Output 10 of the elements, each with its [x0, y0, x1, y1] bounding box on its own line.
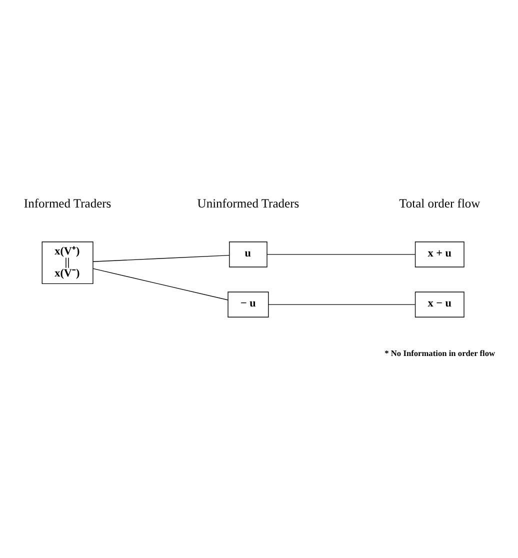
label: Informed Traders [24, 196, 112, 210]
node-box: x + u [414, 241, 464, 267]
node-box: x − u [414, 291, 464, 317]
node-box: − u [228, 291, 269, 317]
connector [92, 254, 230, 262]
node-box: x(V⁺) || x(V⁻) [42, 241, 94, 284]
node-box: u [229, 241, 268, 267]
label: Uninformed Traders [197, 196, 300, 210]
connector [92, 268, 228, 300]
label: Total order flow [399, 196, 480, 210]
